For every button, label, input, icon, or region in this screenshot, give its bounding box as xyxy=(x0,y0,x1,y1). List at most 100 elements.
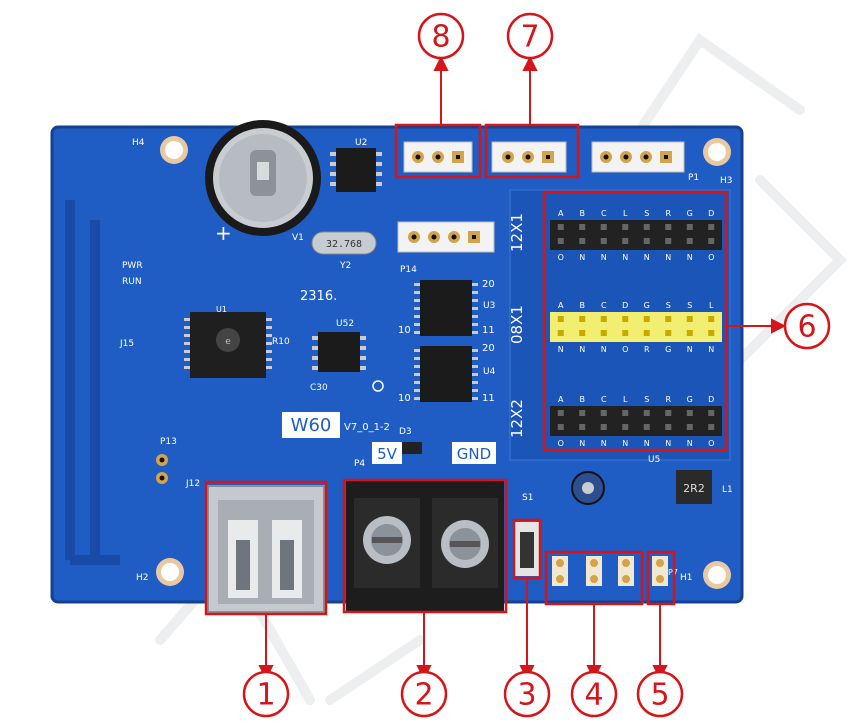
pin-label-top: C xyxy=(601,301,607,310)
pin-label-bottom: N xyxy=(622,439,628,448)
svg-text:5: 5 xyxy=(650,678,669,713)
header-pin xyxy=(686,224,693,230)
pin-label-top: G xyxy=(687,395,693,404)
svg-text:6: 6 xyxy=(797,310,816,345)
callout-5: 5 xyxy=(636,670,684,718)
label-h2: H2 xyxy=(136,573,149,583)
header-pin xyxy=(665,224,672,230)
label-gnd-box xyxy=(452,442,496,464)
label-5v-box xyxy=(372,442,402,464)
antenna-trace xyxy=(65,200,120,565)
connector-p1 xyxy=(591,141,685,173)
svg-text:7: 7 xyxy=(520,20,539,55)
pin-label-top: S xyxy=(644,209,649,218)
connector-p11 xyxy=(403,141,473,173)
pin-label-top: G xyxy=(644,301,650,310)
electrolytic-capacitor xyxy=(571,471,605,505)
svg-text:2: 2 xyxy=(414,678,433,713)
header-pin xyxy=(643,330,650,336)
header-pin xyxy=(686,316,693,322)
pin-label-top: B xyxy=(580,301,586,310)
label-u1: U1 xyxy=(216,305,227,314)
svg-text:e: e xyxy=(225,337,231,347)
callout-box-7 xyxy=(484,123,580,179)
callout-7: 7 xyxy=(506,12,554,60)
header-pin xyxy=(622,330,629,336)
callout-1: 1 xyxy=(242,670,290,718)
label-h1: H1 xyxy=(680,573,693,583)
header-pin xyxy=(665,424,672,430)
connector-p14 xyxy=(397,221,495,253)
label-5v: 5V xyxy=(377,445,398,463)
button-s1 xyxy=(514,522,540,576)
header-pin xyxy=(579,410,586,416)
svg-text:+: + xyxy=(215,221,232,245)
label-pwr: PWR xyxy=(122,261,143,271)
header-pin xyxy=(686,410,693,416)
pin-label-bottom: N xyxy=(687,345,693,354)
callout-box-8 xyxy=(394,123,482,179)
pin-label-bottom: N xyxy=(644,253,650,262)
label-pin11-u4: 11 xyxy=(482,393,495,404)
pin-label-bottom: N xyxy=(665,439,671,448)
header-pin xyxy=(579,424,586,430)
chip-u4 xyxy=(414,346,478,402)
connector-p13 xyxy=(156,454,168,484)
label-pin10-u3: 10 xyxy=(398,325,411,336)
pin-label-bottom: N xyxy=(708,345,714,354)
label-h4: H4 xyxy=(132,138,145,148)
svg-text:8: 8 xyxy=(431,20,450,55)
header-label: 12X2 xyxy=(508,399,526,438)
pin-label-top: A xyxy=(558,209,564,218)
label-j15: J15 xyxy=(119,339,134,349)
battery-holder: + xyxy=(205,120,321,245)
svg-text:2R2: 2R2 xyxy=(683,482,705,495)
header-pin xyxy=(643,316,650,322)
connector-p5 xyxy=(491,141,567,173)
svg-text:3: 3 xyxy=(517,678,536,713)
pin-label-bottom: N xyxy=(579,345,585,354)
header-pin xyxy=(665,316,672,322)
pin-label-bottom: N xyxy=(601,439,607,448)
header-pin xyxy=(557,238,564,244)
label-pin20-u4: 20 xyxy=(482,343,495,354)
header-pin xyxy=(557,410,564,416)
header-pin xyxy=(579,224,586,230)
pin-label-bottom: N xyxy=(687,439,693,448)
header-pin xyxy=(600,330,607,336)
header-pin xyxy=(708,410,715,416)
pin-label-bottom: N xyxy=(622,253,628,262)
pin-label-top: D xyxy=(708,209,714,218)
svg-text:32.768: 32.768 xyxy=(326,239,362,250)
header-pin xyxy=(686,330,693,336)
chip-u3 xyxy=(414,280,478,336)
chip-u1-wifi: e xyxy=(184,312,272,378)
label-pin10-u4: 10 xyxy=(398,393,411,404)
header-pin xyxy=(579,330,586,336)
callout-8: 8 xyxy=(417,12,465,60)
label-p1: P1 xyxy=(688,173,699,183)
callout-4: 4 xyxy=(570,670,618,718)
header-pin xyxy=(557,316,564,322)
svg-text:4: 4 xyxy=(584,678,603,713)
header-pin xyxy=(579,238,586,244)
label-pin20-u3: 20 xyxy=(482,279,495,290)
pin-label-top: S xyxy=(644,395,649,404)
header-pin xyxy=(600,238,607,244)
chip-u2 xyxy=(330,148,382,192)
header-pin xyxy=(622,224,629,230)
pin-label-bottom: O xyxy=(622,345,628,354)
pin-label-bottom: N xyxy=(558,345,564,354)
pin-label-top: S xyxy=(687,301,692,310)
header-label: 12X1 xyxy=(508,213,526,252)
pin-label-bottom: N xyxy=(665,253,671,262)
pin-label-top: C xyxy=(601,209,607,218)
pin-label-bottom: R xyxy=(644,345,650,354)
pin-label-bottom: O xyxy=(708,439,714,448)
model-label: W60 xyxy=(291,415,332,436)
header-pin xyxy=(600,410,607,416)
label-u3: U3 xyxy=(483,301,495,311)
